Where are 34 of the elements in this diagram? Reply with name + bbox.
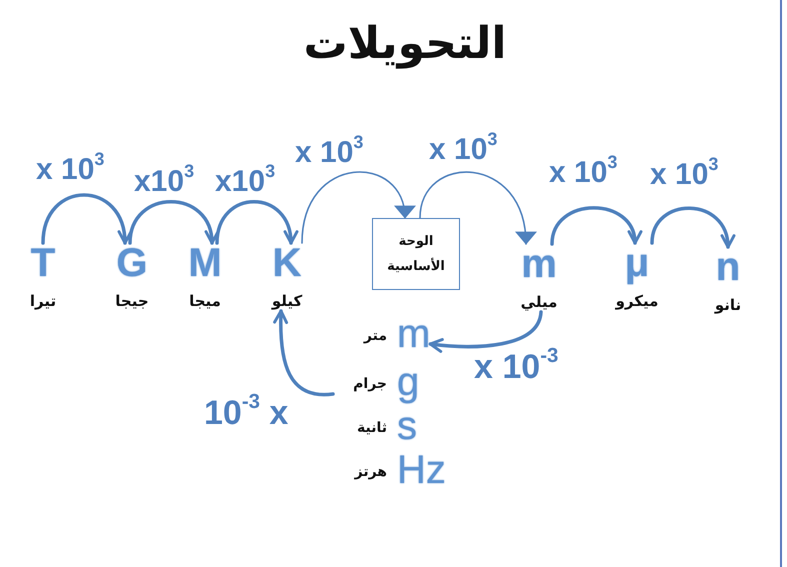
unit-symbol: s [397,406,417,446]
prefix-name: ميكرو [616,291,658,311]
prefix-symbol: n [716,247,740,287]
curved-arrow [215,200,298,245]
unit-symbol: g [397,362,420,402]
prefix-symbol: M [188,243,222,283]
prefix-name: تيرا [30,291,56,311]
curved-arrow [41,193,132,245]
prefix-symbol: μ [624,243,650,283]
prefix-symbol: K [272,243,302,283]
curved-arrow [428,310,543,353]
prefix-name: نانو [714,295,742,315]
prefix-name: كيلو [272,291,302,311]
unit-symbol: Hz [397,450,446,490]
prefix-symbol: m [521,244,557,284]
curved-arrow [273,309,335,396]
prefix-name: ميجا [189,291,221,311]
base-unit-box [372,218,460,290]
box-label: الوحة الأساسية [386,233,446,276]
curved-arrow [128,200,218,245]
curved-arrow [650,206,734,249]
prefix-name: جيجا [115,291,149,311]
unit-name: ثانية [357,419,387,438]
curved-arrow [550,206,641,246]
edge-label: x 10$^{-3}$ [474,350,558,384]
prefix-symbol: T [30,243,56,283]
unit-name: هرتز [354,463,387,482]
unit-symbol: m [397,314,430,354]
unit-name: متر [364,327,387,346]
unit-name: جرام [353,375,387,394]
title: التحويلات [302,17,508,71]
prefix-symbol: G [116,243,148,283]
edge-label: 10$^{-3}$ x [204,396,288,430]
prefix-name: ميلي [520,292,558,312]
